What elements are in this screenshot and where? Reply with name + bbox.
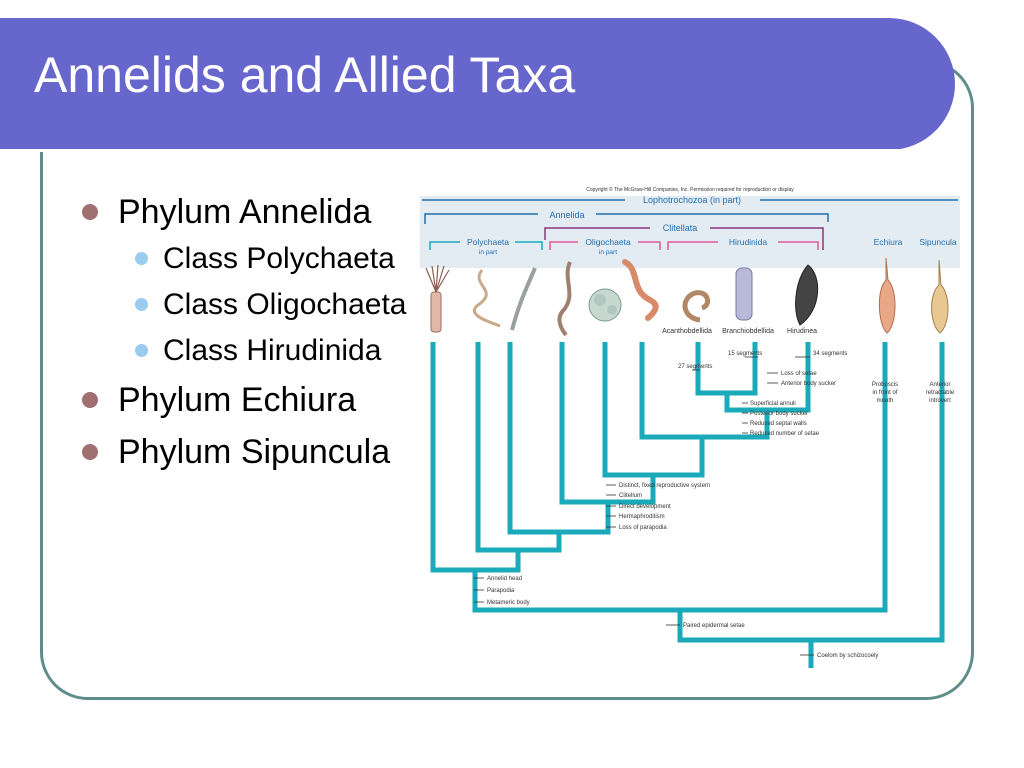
bullet-dot bbox=[82, 204, 98, 220]
branchiobdellida-illustration bbox=[735, 267, 753, 321]
polychaeta-bracket bbox=[429, 241, 543, 250]
parapodia-label: Parapodia bbox=[487, 588, 515, 594]
polychaeta-sub: in part bbox=[479, 249, 497, 256]
earthworm-illustration bbox=[622, 259, 659, 321]
seg34-label: 34 segments bbox=[813, 351, 847, 357]
sub-bullet-dot bbox=[135, 298, 148, 311]
echiura-character-labels: Proboscis in front of mouth bbox=[872, 382, 898, 404]
annelida-bracket bbox=[424, 213, 829, 224]
clitellata-label: Clitellata bbox=[663, 223, 698, 233]
introvert-label: introvert bbox=[929, 398, 951, 404]
direct-development-label: Direct development bbox=[619, 504, 671, 510]
sub-bullet-dot bbox=[135, 344, 148, 357]
bullet-text: Phylum Annelida bbox=[118, 193, 372, 231]
paired-setae-label: Paired epidermal setae bbox=[683, 623, 745, 629]
sub-bullet-text: Class Hirudinida bbox=[163, 334, 382, 367]
seg27-label: 27 segments bbox=[678, 364, 712, 370]
title-bar bbox=[0, 18, 955, 152]
header-band bbox=[420, 196, 960, 268]
bullet-text: Phylum Echiura bbox=[118, 381, 357, 419]
loss-of-setae-label: Loss of setae bbox=[781, 371, 817, 377]
proboscis-label: Proboscis bbox=[872, 382, 898, 388]
annelida-label: Annelida bbox=[549, 210, 584, 220]
reduced-septal-label: Reduced septal walls bbox=[750, 421, 807, 427]
reproductive-system-label: Distinct, fixed reproductive system bbox=[619, 483, 710, 489]
oligochaete-cluster-illustration bbox=[588, 288, 622, 322]
annelid-head-label: Annelid head bbox=[487, 576, 522, 582]
branchiobdellida-label: Branchiobdellida bbox=[722, 328, 774, 335]
acanthobdellida-label: Acanthobdellida bbox=[662, 328, 712, 335]
bullet-echiura: Phylum Echiura bbox=[78, 378, 423, 422]
hirudinida-label: Hirudinida bbox=[729, 237, 768, 247]
clitellata-bracket bbox=[544, 227, 824, 250]
bullet-dot bbox=[82, 444, 98, 460]
slide-frame bbox=[40, 60, 974, 700]
anterior-label: Anterior bbox=[929, 382, 950, 388]
oligochaeta-bracket bbox=[549, 241, 661, 250]
reduced-setae-label: Reduced number of setae bbox=[750, 431, 820, 437]
slide-title: Annelids and Allied Taxa bbox=[34, 47, 576, 103]
sub-bullet-oligochaeta: Class Oligochaeta bbox=[135, 282, 423, 328]
polychaete-worm-2-illustration bbox=[510, 267, 537, 331]
oligochaeta-label: Oligochaeta bbox=[585, 237, 631, 247]
posterior-sucker-label: Posterior body sucker bbox=[750, 411, 808, 417]
cladogram-figure: Copyright © The McGraw-Hill Companies, I… bbox=[420, 183, 960, 673]
bullet-sipuncula: Phylum Sipuncula bbox=[78, 430, 423, 474]
sub-bullet-hirudinida: Class Hirudinida bbox=[135, 328, 423, 374]
sipuncula-character-labels: Anterior retractable introvert bbox=[926, 382, 955, 404]
hirudinea-label: Hirudinea bbox=[787, 328, 817, 335]
sipuncula-label: Sipuncula bbox=[919, 237, 957, 247]
clitellum-label: Clitellum bbox=[619, 493, 642, 499]
sipuncula-illustration bbox=[931, 259, 949, 334]
title-rule bbox=[0, 149, 905, 152]
hirudinida-bracket bbox=[667, 241, 819, 250]
echiura-label: Echiura bbox=[874, 237, 903, 247]
copyright-text: Copyright © The McGraw-Hill Companies, I… bbox=[586, 186, 794, 193]
in-front-of-label: in front of bbox=[872, 390, 897, 396]
sub-bullet-polychaeta: Class Polychaeta bbox=[135, 236, 423, 282]
coelom-label: Coelom by schizocoely bbox=[817, 653, 878, 659]
retractable-label: retractable bbox=[926, 390, 955, 396]
hermaphroditism-label: Hermaphroditism bbox=[619, 514, 665, 520]
lophotrochozoa-label: Lophotrochozoa (in part) bbox=[643, 195, 741, 205]
metameric-body-label: Metameric body bbox=[487, 600, 530, 606]
mouth-label: mouth bbox=[877, 398, 894, 404]
polychaeta-label: Polychaeta bbox=[467, 237, 509, 247]
hirudinea-illustration bbox=[795, 264, 819, 326]
character-labels: 15 segments 34 segments 27 segments Loss… bbox=[487, 351, 878, 659]
sub-bullet-text: Class Polychaeta bbox=[163, 242, 395, 275]
oligochaete-illustration bbox=[557, 261, 572, 337]
echiura-illustration bbox=[878, 257, 896, 334]
loss-of-parapodia-label: Loss of parapodia bbox=[619, 525, 667, 531]
bullet-dot bbox=[82, 392, 98, 408]
anterior-sucker-label: Anterior body sucker bbox=[781, 381, 836, 387]
fanworm-illustration bbox=[425, 264, 450, 333]
oligochaeta-sub: in part bbox=[599, 249, 617, 256]
character-ticks bbox=[474, 356, 814, 656]
seg15-label: 15 segments bbox=[728, 351, 762, 357]
organism-illustrations bbox=[425, 257, 949, 337]
bullet-text: Phylum Sipuncula bbox=[118, 433, 391, 471]
bullet-annelida: Phylum Annelida bbox=[78, 190, 423, 234]
cladogram-svg: Copyright © The McGraw-Hill Companies, I… bbox=[420, 186, 960, 668]
acanthobdellida-illustration bbox=[682, 290, 711, 323]
superficial-annuli-label: Superficial annuli bbox=[750, 401, 796, 407]
polychaete-worm-illustration bbox=[473, 269, 501, 328]
cladogram-branches bbox=[430, 342, 945, 668]
sub-bullet-dot bbox=[135, 252, 148, 265]
sub-bullet-text: Class Oligochaeta bbox=[163, 288, 407, 321]
bullet-list: Phylum Annelida Class Polychaeta Class O… bbox=[78, 190, 423, 474]
